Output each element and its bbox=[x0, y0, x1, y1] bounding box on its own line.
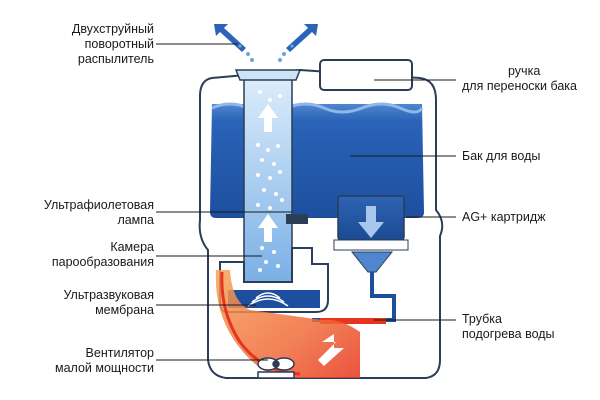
spray-arrows bbox=[214, 24, 318, 52]
hot-air-arrow bbox=[318, 334, 344, 366]
hot-air-path bbox=[215, 270, 360, 378]
label-handle: ручка для переноски бака bbox=[462, 64, 578, 93]
steam-tube bbox=[243, 71, 293, 283]
uv-lamp bbox=[286, 214, 308, 224]
handle-housing bbox=[319, 59, 413, 91]
leader-lines bbox=[156, 43, 456, 361]
membrane-waves bbox=[247, 292, 289, 307]
label-cartridge: AG+ картридж bbox=[462, 210, 546, 224]
cartridge-funnel bbox=[350, 251, 394, 273]
label-tank: Бак для воды bbox=[462, 149, 541, 163]
spray-mist bbox=[238, 44, 294, 62]
hot-air-line bbox=[220, 271, 301, 376]
label-membrane: Ультразвуковая мембрана bbox=[63, 288, 154, 317]
label-heater: Трубка подогрева воды bbox=[462, 312, 555, 341]
heater-tube bbox=[320, 318, 386, 324]
label-chamber: Камера парообразования bbox=[51, 240, 154, 269]
fan bbox=[257, 357, 295, 379]
sprayer-cap bbox=[234, 69, 302, 81]
cartridge-down-arrow bbox=[358, 206, 384, 238]
steam-up-arrows bbox=[258, 104, 278, 242]
label-fan: Вентилятор малой мощности bbox=[54, 346, 154, 375]
cartridge-filter bbox=[333, 239, 409, 251]
steam-particles bbox=[256, 90, 284, 272]
label-sprayer: Двухструйный поворотный распылитель bbox=[71, 22, 154, 66]
label-uv-lamp: Ультрафиолетовая лампа bbox=[43, 198, 154, 227]
